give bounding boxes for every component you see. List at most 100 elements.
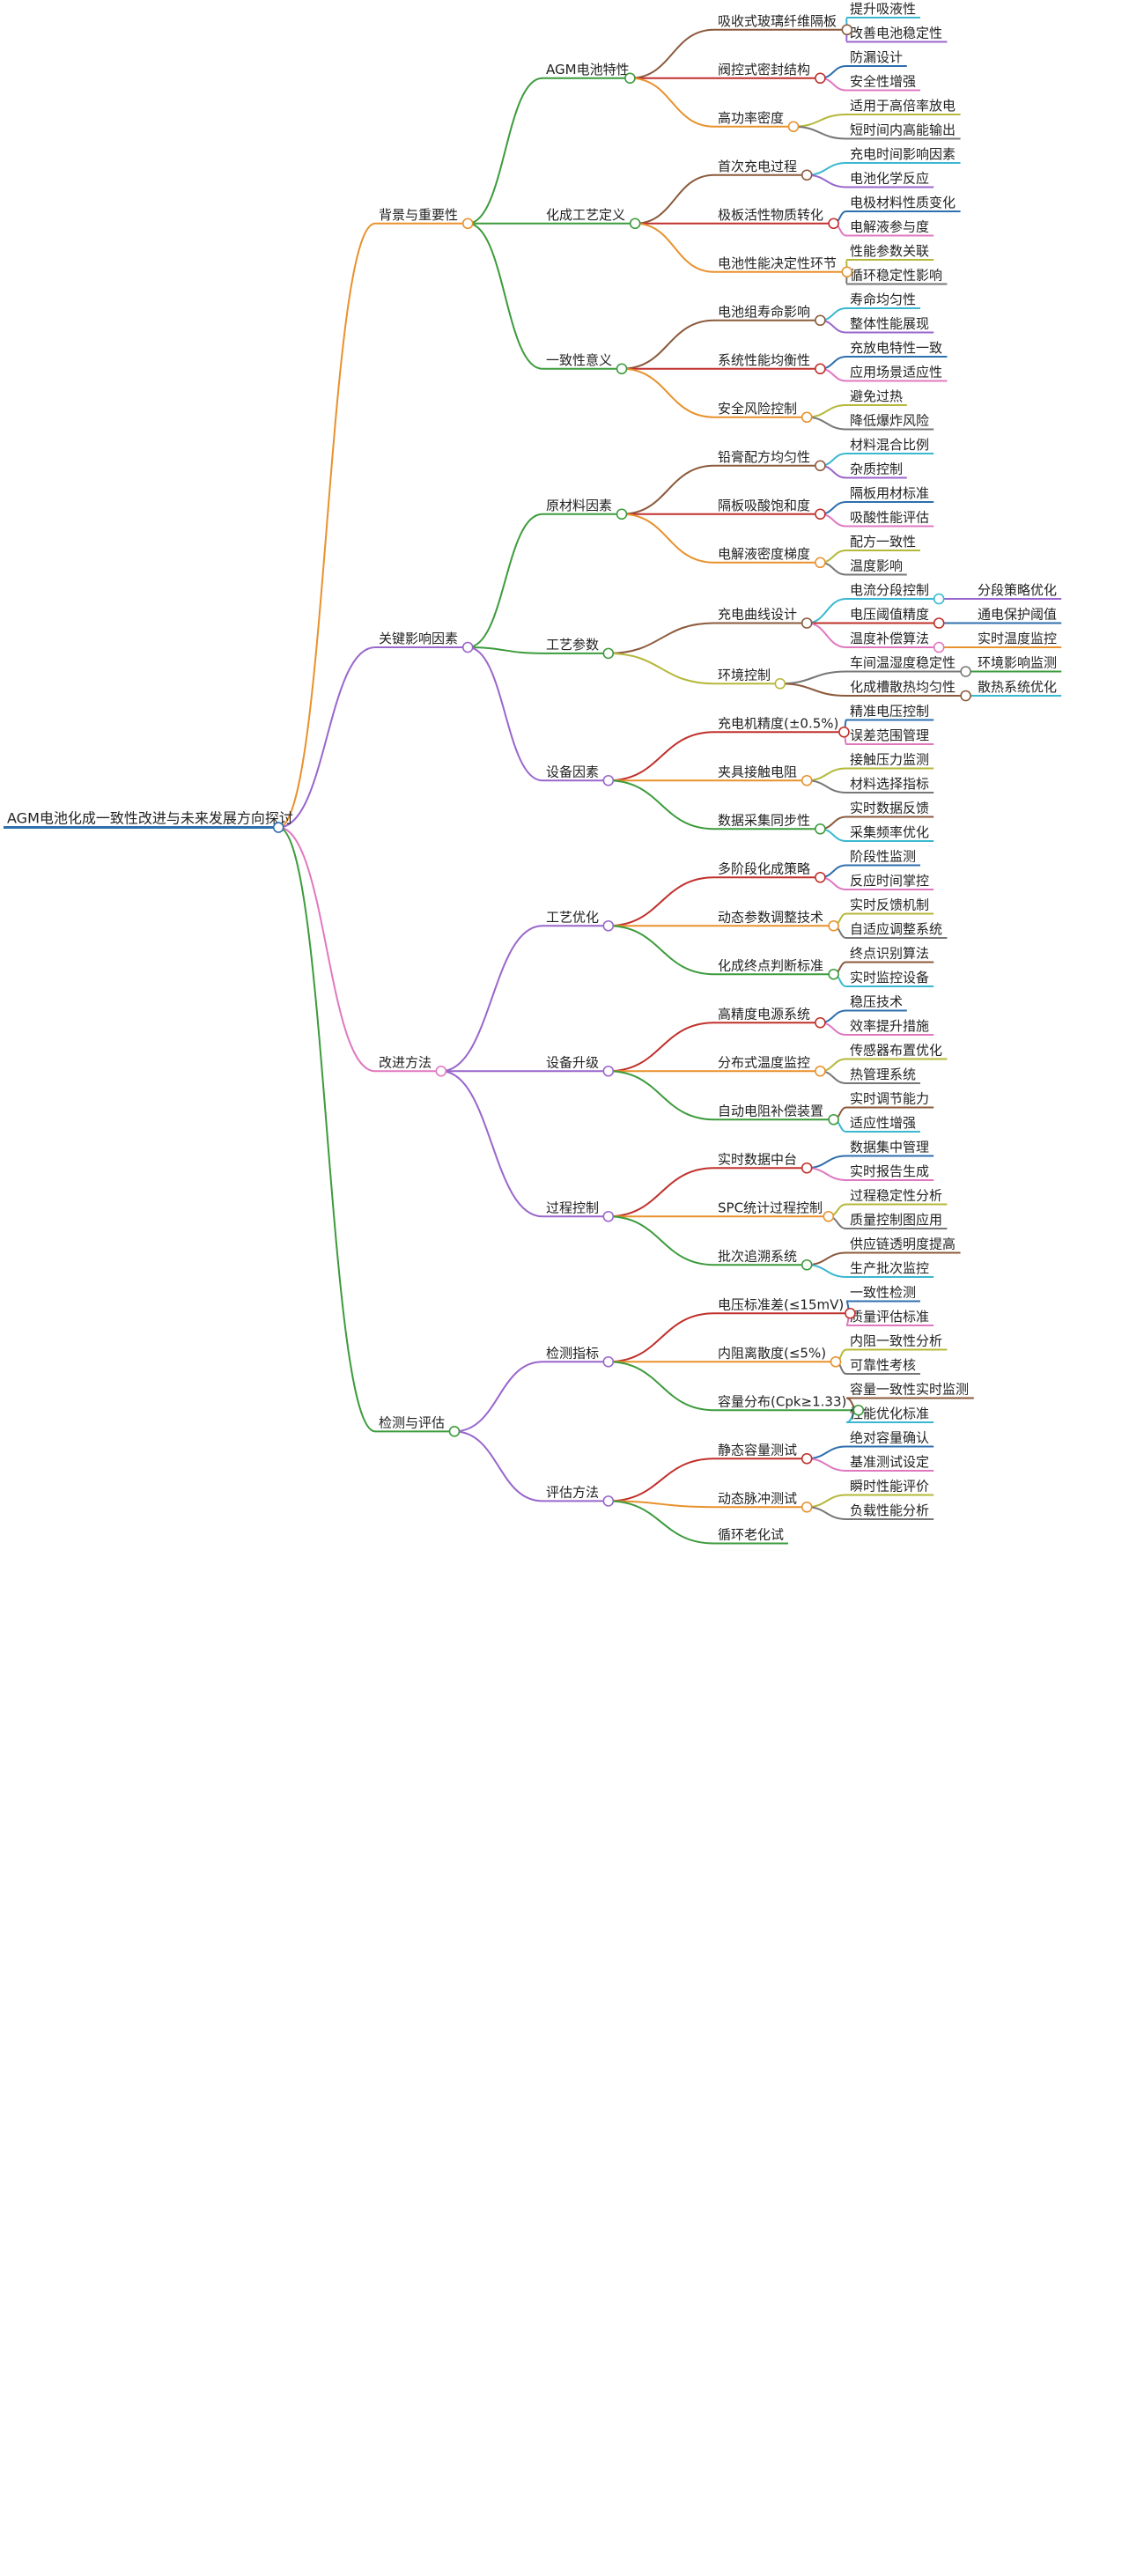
node-d4-58-label: 误差范围管理 bbox=[850, 727, 929, 743]
mind-map-nodes: AGM电池化成一致性改进与未来发展方向探讨背景与重要性AGM电池特性吸收式玻璃纤… bbox=[7, 1, 1057, 1543]
node-d3-25-label: 系统性能均衡性 bbox=[718, 352, 810, 368]
node-d4-72-label: 自适应调整系统 bbox=[850, 921, 942, 937]
node-d3-83-toggle[interactable] bbox=[828, 1113, 839, 1126]
node-d3-28-toggle[interactable] bbox=[801, 411, 813, 424]
node-d4-88-label: 数据集中管理 bbox=[850, 1140, 929, 1155]
node-d4-51-label: 车间温湿度稳定性 bbox=[850, 655, 956, 671]
node-d1-96-link-0 bbox=[454, 1361, 543, 1433]
node-d2-76-toggle[interactable] bbox=[602, 1065, 615, 1077]
node-d3-22-toggle[interactable] bbox=[815, 314, 826, 327]
node-d3-80-toggle[interactable] bbox=[815, 1065, 826, 1077]
node-d2-11-toggle[interactable] bbox=[629, 218, 641, 230]
node-d3-15-toggle[interactable] bbox=[828, 218, 839, 230]
node-d4-85-label: 适应性增强 bbox=[850, 1115, 916, 1131]
node-d3-104-toggle[interactable] bbox=[852, 1404, 865, 1416]
node-d3-111-toggle[interactable] bbox=[801, 1501, 813, 1513]
node-d3-70-toggle[interactable] bbox=[828, 919, 839, 932]
node-d3-2-toggle[interactable] bbox=[841, 24, 853, 36]
node-d2-42-toggle[interactable] bbox=[602, 647, 615, 660]
node-d2-107-toggle[interactable] bbox=[602, 1495, 615, 1507]
node-d4-79-label: 效率提升措施 bbox=[850, 1018, 929, 1034]
node-d3-108-toggle[interactable] bbox=[801, 1452, 813, 1465]
node-d4-99-label: 一致性检测 bbox=[850, 1285, 916, 1301]
node-d4-95-label: 生产批次监控 bbox=[850, 1260, 929, 1276]
node-d3-77-toggle[interactable] bbox=[815, 1016, 826, 1029]
node-d4-60-label: 接触压力监测 bbox=[850, 752, 929, 768]
node-d4-14-label: 电池化学反应 bbox=[850, 171, 929, 187]
node-d1-65-toggle[interactable] bbox=[435, 1065, 447, 1077]
node-d4-105-label: 容量一致性实时监测 bbox=[850, 1382, 969, 1398]
node-d3-59-toggle[interactable] bbox=[801, 774, 813, 786]
node-d3-39-toggle[interactable] bbox=[815, 557, 826, 569]
node-d1-31-link-0 bbox=[468, 513, 543, 648]
node-d4-53-label: 化成槽散热均匀性 bbox=[850, 679, 956, 695]
node-d5-47-label: 通电保护阈值 bbox=[978, 607, 1057, 623]
node-d4-46-toggle[interactable] bbox=[933, 617, 945, 629]
node-d2-42-label: 工艺参数 bbox=[546, 637, 599, 653]
node-d3-12-toggle[interactable] bbox=[801, 169, 813, 181]
node-d3-18-toggle[interactable] bbox=[841, 266, 853, 278]
node-d4-6-label: 防漏设计 bbox=[850, 49, 903, 65]
node-d1-31-toggle[interactable] bbox=[461, 641, 474, 653]
node-d3-93-toggle[interactable] bbox=[801, 1258, 813, 1271]
node-d4-51-toggle[interactable] bbox=[960, 666, 971, 677]
node-d3-12-link-0 bbox=[807, 162, 847, 176]
node-d2-97-toggle[interactable] bbox=[602, 1355, 615, 1368]
node-d1-65-label: 改进方法 bbox=[379, 1054, 432, 1070]
node-d1-0-label: 背景与重要性 bbox=[379, 207, 458, 223]
node-d3-25-toggle[interactable] bbox=[815, 363, 826, 375]
node-d4-44-toggle[interactable] bbox=[933, 593, 945, 605]
node-d4-113-label: 负载性能分析 bbox=[850, 1502, 929, 1518]
root-node-toggle[interactable] bbox=[272, 822, 284, 833]
node-d4-48-toggle[interactable] bbox=[933, 641, 945, 653]
node-d4-17-label: 电解液参与度 bbox=[850, 219, 929, 235]
node-d4-7-label: 安全性增强 bbox=[850, 74, 916, 90]
node-d3-43-toggle[interactable] bbox=[801, 617, 813, 629]
node-d3-87-toggle[interactable] bbox=[801, 1162, 813, 1174]
node-d4-103-label: 可靠性考核 bbox=[850, 1357, 916, 1373]
node-d3-8-toggle[interactable] bbox=[787, 121, 800, 133]
node-d5-45-label: 分段策略优化 bbox=[978, 582, 1057, 598]
node-d2-1-toggle[interactable] bbox=[624, 72, 636, 85]
node-d4-53-toggle[interactable] bbox=[960, 690, 971, 702]
node-d1-96-toggle[interactable] bbox=[448, 1426, 461, 1437]
node-d3-108-link-0 bbox=[807, 1445, 847, 1460]
node-d4-63-label: 实时数据反馈 bbox=[850, 801, 929, 816]
node-d3-73-label: 化成终点判断标准 bbox=[718, 957, 823, 973]
node-d3-67-toggle[interactable] bbox=[815, 871, 826, 883]
node-d1-31-link-1 bbox=[468, 646, 543, 654]
node-d4-20-label: 循环稳定性影响 bbox=[850, 268, 942, 284]
node-d3-50-toggle[interactable] bbox=[774, 677, 786, 690]
node-d3-93-link-1 bbox=[807, 1264, 847, 1278]
node-d3-2-label: 吸收式玻璃纤维隔板 bbox=[718, 13, 837, 29]
node-d3-62-toggle[interactable] bbox=[815, 823, 826, 835]
node-d2-55-toggle[interactable] bbox=[602, 774, 615, 786]
node-d3-56-toggle[interactable] bbox=[838, 726, 850, 738]
node-d2-107-link-1 bbox=[608, 1500, 715, 1509]
node-d4-9-label: 适用于高倍率放电 bbox=[850, 98, 956, 114]
node-d2-66-toggle[interactable] bbox=[602, 919, 615, 932]
node-d3-33-toggle[interactable] bbox=[815, 460, 826, 472]
node-d3-5-toggle[interactable] bbox=[815, 72, 826, 85]
node-d3-15-label: 极板活性物质转化 bbox=[718, 207, 823, 223]
node-d1-0-toggle[interactable] bbox=[461, 218, 474, 230]
node-d3-111-link-0 bbox=[807, 1494, 847, 1509]
node-d3-90-toggle[interactable] bbox=[823, 1210, 835, 1222]
node-d4-71-label: 实时反馈机制 bbox=[850, 897, 929, 913]
node-d2-86-toggle[interactable] bbox=[602, 1210, 615, 1222]
node-d3-36-toggle[interactable] bbox=[815, 508, 826, 520]
node-d2-21-toggle[interactable] bbox=[616, 363, 628, 375]
node-d2-97-link-2 bbox=[608, 1361, 715, 1412]
node-d3-98-toggle[interactable] bbox=[845, 1307, 856, 1319]
node-d2-32-label: 原材料因素 bbox=[546, 498, 612, 513]
node-d1-65-link-2 bbox=[440, 1070, 543, 1218]
node-d3-101-toggle[interactable] bbox=[830, 1355, 842, 1368]
node-d2-55-link-2 bbox=[608, 779, 715, 830]
node-d4-112-label: 瞬时性能评价 bbox=[850, 1479, 929, 1495]
node-d4-35-label: 杂质控制 bbox=[850, 461, 903, 477]
root-node-link-1 bbox=[278, 646, 376, 829]
node-d2-76-link-0 bbox=[608, 1022, 715, 1073]
node-d2-32-toggle[interactable] bbox=[616, 508, 628, 520]
node-d1-0-link-0 bbox=[468, 77, 543, 225]
node-d3-73-toggle[interactable] bbox=[828, 968, 839, 980]
